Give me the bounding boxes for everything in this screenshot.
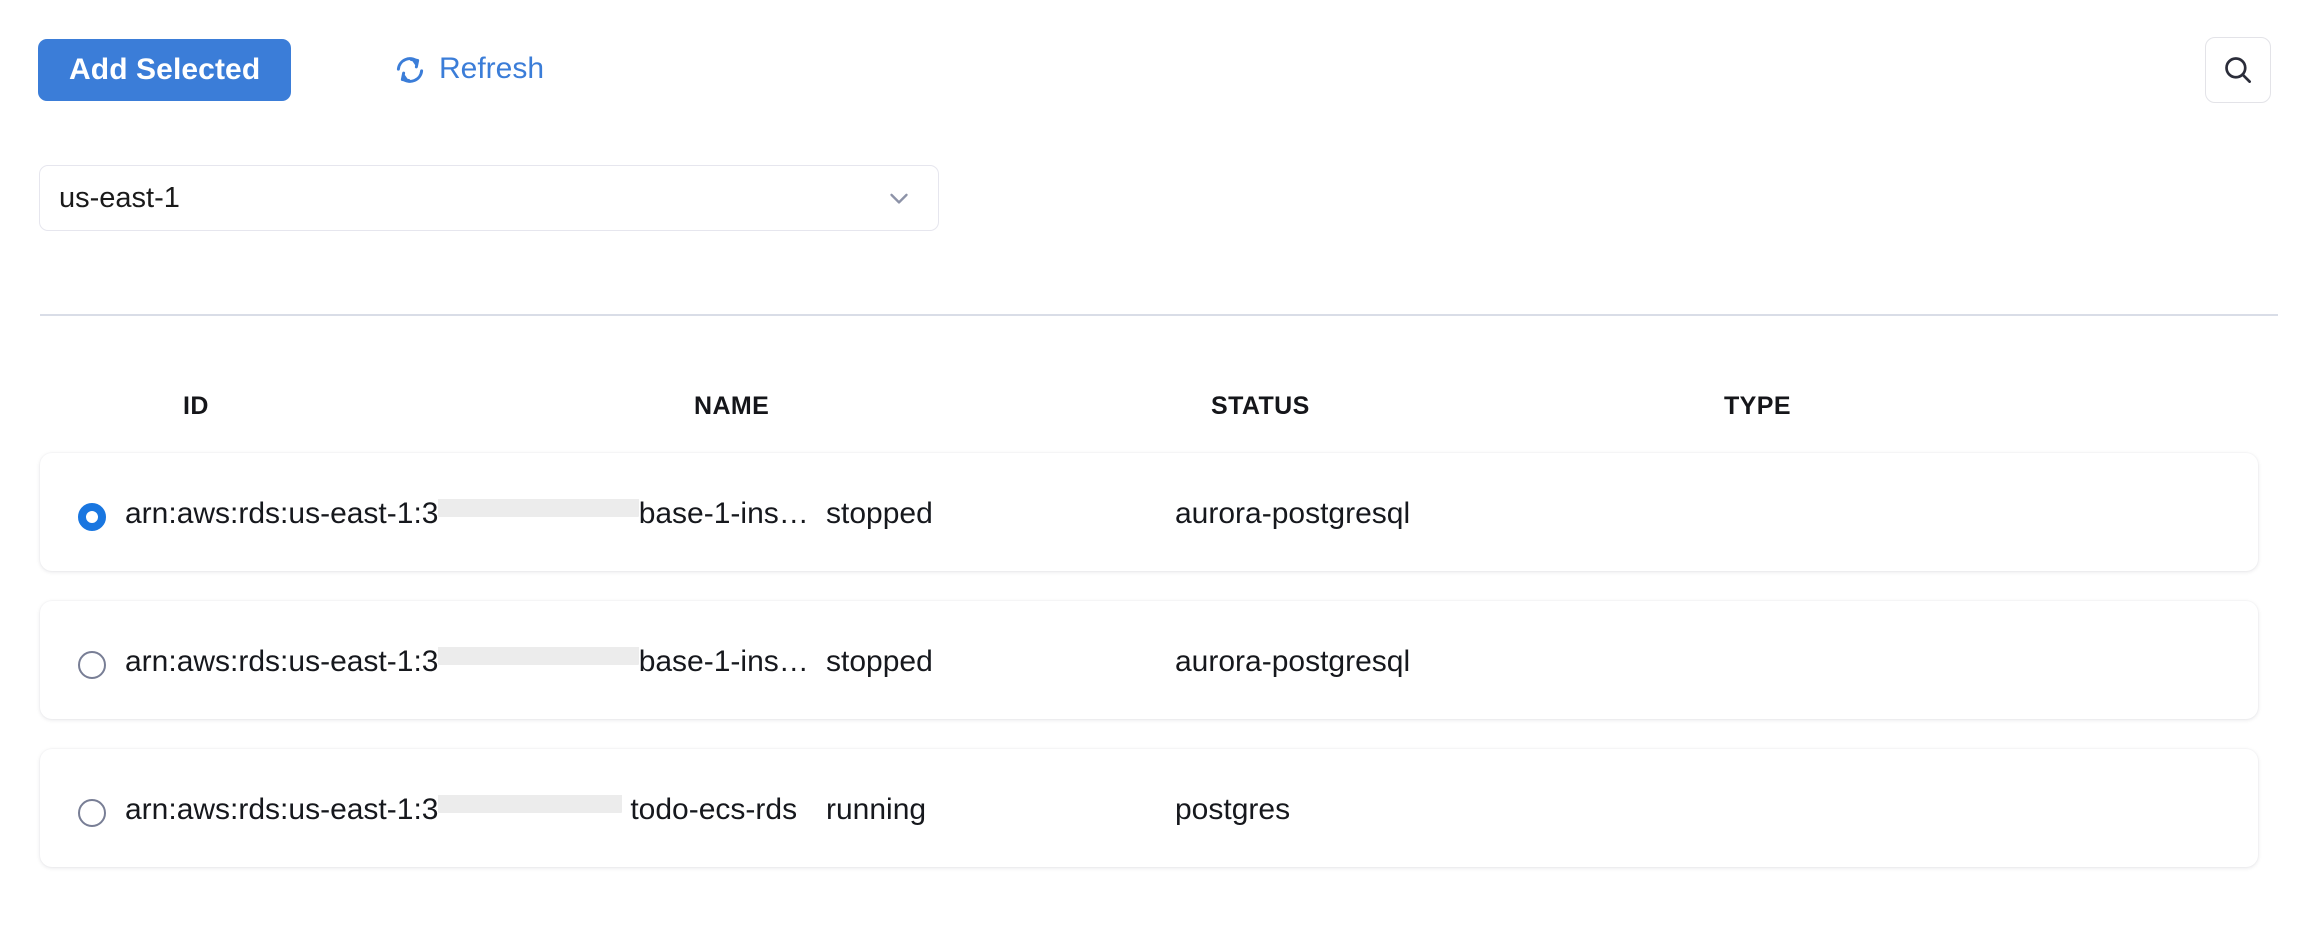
cell-type: postgres <box>1175 795 1291 825</box>
redaction-overlay <box>438 795 622 813</box>
search-icon <box>2221 53 2255 87</box>
cell-id-redacted-account <box>438 795 622 825</box>
column-header-name: NAME <box>694 392 770 420</box>
cell-id-prefix: arn:aws:rds:us-east-1:3 <box>125 647 439 677</box>
chevron-down-icon <box>884 183 914 213</box>
column-header-id: ID <box>183 392 209 420</box>
refresh-label: Refresh <box>439 52 545 85</box>
table-row[interactable]: arn:aws:rds:us-east-1:3 base-1-instance-… <box>40 453 2258 571</box>
cell-id-suffix: base-1-instance-1 <box>638 499 815 529</box>
search-button[interactable] <box>2205 37 2271 103</box>
cell-id: arn:aws:rds:us-east-1:3 base-1-instance-… <box>125 499 815 529</box>
column-header-status: STATUS <box>1211 392 1310 420</box>
row-radio-button[interactable] <box>78 651 106 679</box>
cell-id-suffix: todo-ecs-rds <box>622 795 798 825</box>
row-radio-button[interactable] <box>78 503 106 531</box>
add-selected-button[interactable]: Add Selected <box>38 39 292 101</box>
cell-status: stopped <box>826 647 933 677</box>
region-select[interactable]: us-east-1 <box>39 165 939 231</box>
cell-status: stopped <box>826 499 933 529</box>
cell-id-prefix: arn:aws:rds:us-east-1:3 <box>125 499 439 529</box>
cell-id: arn:aws:rds:us-east-1:3 base-1-instance-… <box>125 647 815 677</box>
cell-id-prefix: arn:aws:rds:us-east-1:3 <box>125 795 439 825</box>
region-select-value: us-east-1 <box>59 181 180 214</box>
redaction-overlay <box>438 647 639 665</box>
table-row[interactable]: arn:aws:rds:us-east-1:3 todo-ecs-rds runn… <box>40 749 2258 867</box>
refresh-button[interactable]: Refresh <box>393 48 544 92</box>
toolbar: Add Selected Refresh <box>0 0 2298 118</box>
cell-type: aurora-postgresql <box>1175 499 1411 529</box>
section-divider <box>40 314 2278 316</box>
resources-table: ID NAME STATUS TYPE arn:aws:rds:us-east-… <box>0 380 2298 897</box>
cell-id: arn:aws:rds:us-east-1:3 todo-ecs-rds <box>125 795 797 825</box>
table-row[interactable]: arn:aws:rds:us-east-1:3 base-1-instance-… <box>40 601 2258 719</box>
cell-id-redacted-account <box>438 499 639 529</box>
column-header-type: TYPE <box>1724 392 1791 420</box>
row-radio-button[interactable] <box>78 799 106 827</box>
cell-status: running <box>826 795 927 825</box>
table-header-row: ID NAME STATUS TYPE <box>0 380 2298 450</box>
cell-id-redacted-account <box>438 647 639 677</box>
refresh-icon <box>393 53 427 87</box>
redaction-overlay <box>438 499 639 517</box>
cell-id-suffix: base-1-instance-1-us-ea… <box>638 647 815 677</box>
table-body: arn:aws:rds:us-east-1:3 base-1-instance-… <box>0 453 2298 867</box>
cell-type: aurora-postgresql <box>1175 647 1411 677</box>
